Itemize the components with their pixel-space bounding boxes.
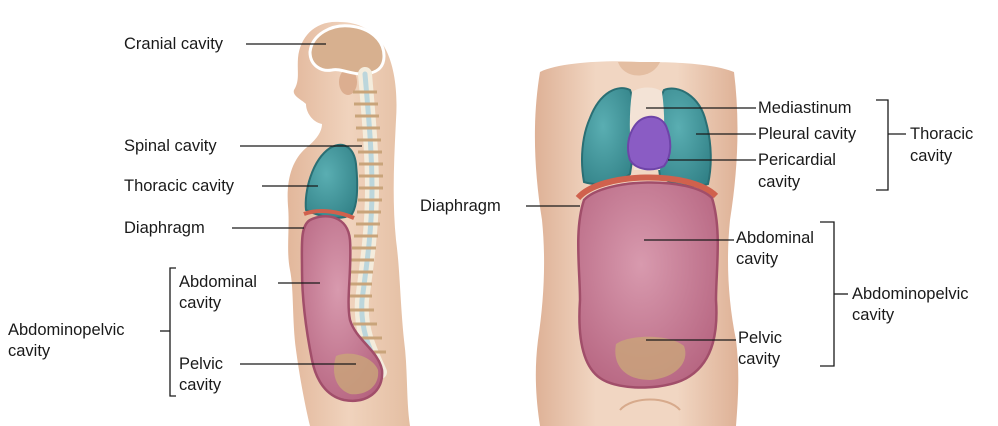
bracket-thoracic xyxy=(876,100,888,190)
front-pericardial-cavity xyxy=(628,117,670,170)
side-view-figure xyxy=(288,22,410,426)
label-abdominal-cavity-side-l1: Abdominal xyxy=(179,273,257,292)
label-abdominal-cavity-side-l2: cavity xyxy=(179,294,221,313)
label-abdominopelvic-side-l1: Abdominopelvic xyxy=(8,321,124,340)
label-diaphragm-front: Diaphragm xyxy=(420,197,501,216)
label-pelvic-cavity-front-l1: Pelvic xyxy=(738,329,782,348)
label-pelvic-cavity-side-l2: cavity xyxy=(179,376,221,395)
label-pelvic-cavity-front-l2: cavity xyxy=(738,350,780,369)
label-pericardial-cavity-l1: Pericardial xyxy=(758,151,836,170)
label-abdominopelvic-side-l2: cavity xyxy=(8,342,50,361)
label-thoracic-cavity: Thoracic cavity xyxy=(124,177,234,196)
label-thoracic-cavity-front-l2: cavity xyxy=(910,147,952,166)
bracket-front-abdominopelvic xyxy=(820,222,834,366)
label-abdominal-cavity-front-l2: cavity xyxy=(736,250,778,269)
label-pericardial-cavity-l2: cavity xyxy=(758,173,800,192)
side-cranial-cavity xyxy=(310,26,384,74)
front-view-figure xyxy=(535,61,738,426)
bracket-side-abdominopelvic xyxy=(170,268,176,396)
label-pleural-cavity: Pleural cavity xyxy=(758,125,856,144)
label-spinal-cavity: Spinal cavity xyxy=(124,137,217,156)
label-thoracic-cavity-front-l1: Thoracic xyxy=(910,125,973,144)
label-cranial-cavity: Cranial cavity xyxy=(124,35,223,54)
label-diaphragm-side: Diaphragm xyxy=(124,219,205,238)
label-abdominopelvic-front-l1: Abdominopelvic xyxy=(852,285,968,304)
label-abdominopelvic-front-l2: cavity xyxy=(852,306,894,325)
label-mediastinum: Mediastinum xyxy=(758,99,852,118)
label-pelvic-cavity-side-l1: Pelvic xyxy=(179,355,223,374)
label-abdominal-cavity-front-l1: Abdominal xyxy=(736,229,814,248)
